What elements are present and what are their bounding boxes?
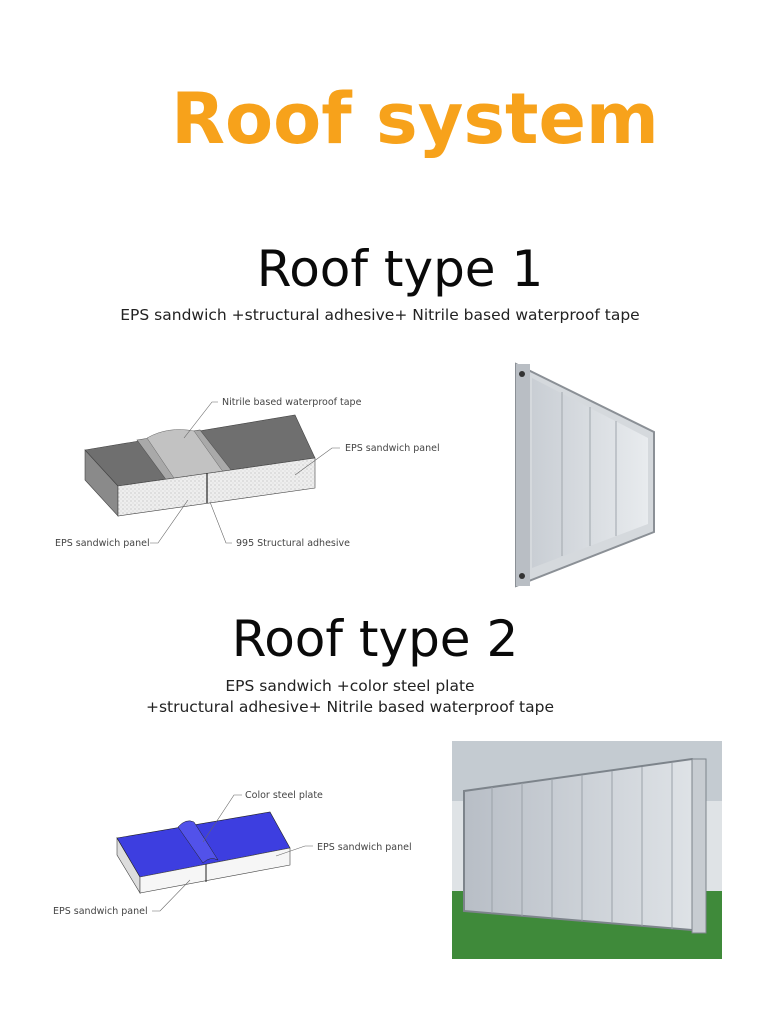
label-eps-panel-left: EPS sandwich panel: [55, 538, 150, 549]
steel-plate-ridge: [177, 820, 219, 864]
roof-type-2-photo: [452, 741, 722, 959]
roof-type-2-title: Roof type 2: [231, 610, 519, 668]
roof-type-1-subtitle: EPS sandwich +structural adhesive+ Nitri…: [120, 306, 640, 324]
panel-front-face: [117, 457, 316, 517]
label-eps-panel-right: EPS sandwich panel: [345, 443, 440, 454]
label-waterproof-tape: Nitrile based waterproof tape: [222, 397, 362, 408]
label-eps-panel-left: EPS sandwich panel: [53, 906, 148, 917]
label-eps-panel-right: EPS sandwich panel: [317, 842, 412, 853]
roof-type-2-subtitle-line2: +structural adhesive+ Nitrile based wate…: [145, 698, 555, 716]
roof-type-1-photo: [515, 362, 655, 588]
panel-front-face: [139, 847, 291, 894]
label-structural-adhesive: 995 Structural adhesive: [236, 538, 350, 549]
roof-type-1-diagram: Nitrile based waterproof tape EPS sandwi…: [55, 397, 440, 549]
roof-type-2-diagram: Color steel plate EPS sandwich panel EPS…: [53, 790, 412, 917]
page-title: Roof system: [171, 78, 659, 160]
roof-type-1-title: Roof type 1: [256, 240, 544, 298]
label-color-steel-plate: Color steel plate: [245, 790, 323, 801]
roof-type-2-subtitle-line1: EPS sandwich +color steel plate: [225, 677, 475, 695]
